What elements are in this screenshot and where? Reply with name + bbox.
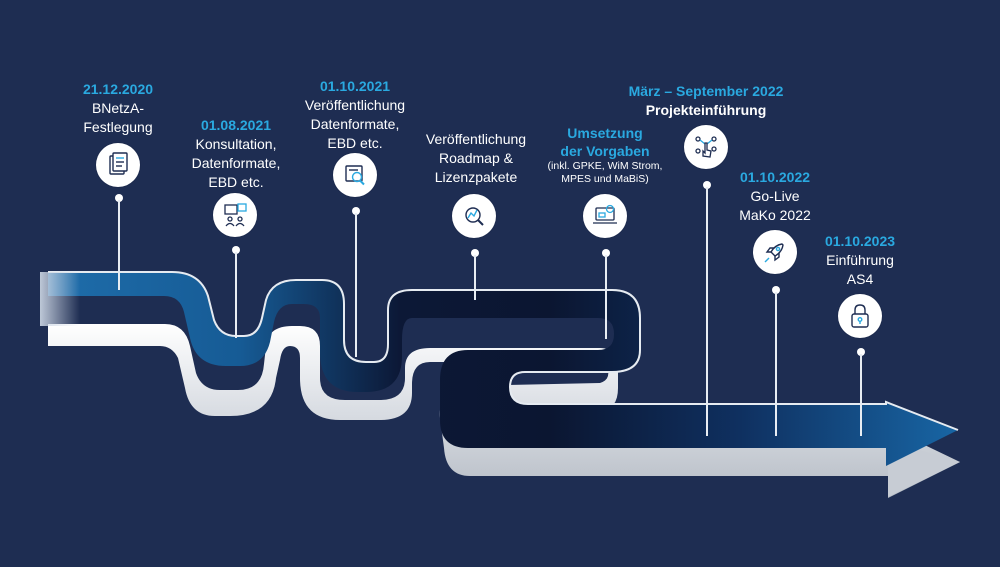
milestone-3-pin bbox=[355, 213, 357, 357]
meeting-presentation-icon bbox=[213, 193, 257, 237]
milestone-2-date: 01.08.2021 bbox=[200, 117, 272, 133]
milestone-5-label: Umsetzung der Vorgaben (inkl. GPKE, WiM … bbox=[538, 124, 672, 186]
milestone-2-text-1: Konsultation, bbox=[195, 136, 277, 152]
milestone-2-pin bbox=[235, 252, 237, 338]
milestone-7-label: 01.10.2022 Go-Live MaKo 2022 bbox=[722, 168, 828, 225]
milestone-5-note-2: MPES und MaBiS) bbox=[561, 173, 649, 185]
milestone-4-pin bbox=[474, 255, 476, 300]
milestone-5-date-1: Umsetzung bbox=[567, 125, 643, 141]
laptop-settings-icon bbox=[583, 194, 627, 238]
milestone-2-label: 01.08.2021 Konsultation, Datenformate, E… bbox=[178, 116, 294, 192]
document-search-icon bbox=[333, 153, 377, 197]
milestone-5-pin bbox=[605, 255, 607, 339]
milestone-8-pin bbox=[860, 354, 862, 436]
milestone-1-dot bbox=[115, 194, 123, 202]
milestone-1-text-1: BNetzA- bbox=[91, 100, 145, 116]
milestone-5-note-1: (inkl. GPKE, WiM Strom, bbox=[547, 160, 663, 172]
padlock-icon bbox=[838, 294, 882, 338]
road-surface bbox=[40, 271, 959, 466]
milestone-2-text-3: EBD etc. bbox=[208, 174, 264, 190]
milestone-2-text-2: Datenformate, bbox=[191, 155, 281, 171]
milestone-3-date: 01.10.2021 bbox=[319, 78, 391, 94]
milestone-5-dot bbox=[602, 249, 610, 257]
milestone-2-dot bbox=[232, 246, 240, 254]
milestone-1-date: 21.12.2020 bbox=[82, 81, 154, 97]
milestone-7-date: 01.10.2022 bbox=[739, 169, 811, 185]
milestone-3-text-1: Veröffentlichung bbox=[304, 97, 406, 113]
milestone-8-text-2: AS4 bbox=[846, 271, 874, 287]
milestone-6-date: März – September 2022 bbox=[628, 83, 784, 99]
milestone-7-text-2: MaKo 2022 bbox=[739, 207, 811, 223]
chart-magnifier-icon bbox=[452, 194, 496, 238]
milestone-4-text-3: Lizenzpakete bbox=[434, 169, 518, 185]
milestone-7-text-1: Go-Live bbox=[750, 188, 800, 204]
milestone-3-label: 01.10.2021 Veröffentlichung Datenformate… bbox=[295, 77, 415, 153]
milestone-1-label: 21.12.2020 BNetzA- Festlegung bbox=[66, 80, 170, 137]
milestone-3-dot bbox=[352, 207, 360, 215]
milestone-6-text-1: Projekteinführung bbox=[645, 102, 767, 118]
touch-network-icon bbox=[684, 125, 728, 169]
milestone-8-text-1: Einführung bbox=[826, 252, 894, 268]
milestone-4-dot bbox=[471, 249, 479, 257]
milestone-6-label: März – September 2022 Projekteinführung bbox=[615, 82, 797, 120]
milestone-6-pin bbox=[706, 187, 708, 436]
document-stack-icon bbox=[96, 143, 140, 187]
milestone-1-pin bbox=[118, 200, 120, 290]
rocket-icon bbox=[753, 230, 797, 274]
milestone-4-label: Veröffentlichung Roadmap & Lizenzpakete bbox=[414, 130, 538, 187]
milestone-1-text-2: Festlegung bbox=[83, 119, 153, 135]
milestone-8-date: 01.10.2023 bbox=[824, 233, 896, 249]
milestone-8-dot bbox=[857, 348, 865, 356]
milestone-6-dot bbox=[703, 181, 711, 189]
milestone-5-date-2: der Vorgaben bbox=[560, 143, 650, 159]
milestone-8-label: 01.10.2023 Einführung AS4 bbox=[808, 232, 912, 289]
milestone-7-dot bbox=[772, 286, 780, 294]
milestone-7-pin bbox=[775, 292, 777, 436]
milestone-4-text-1: Veröffentlichung bbox=[425, 131, 527, 147]
milestone-3-text-2: Datenformate, bbox=[310, 116, 400, 132]
milestone-4-text-2: Roadmap & bbox=[439, 150, 513, 166]
milestone-3-text-3: EBD etc. bbox=[327, 135, 383, 151]
